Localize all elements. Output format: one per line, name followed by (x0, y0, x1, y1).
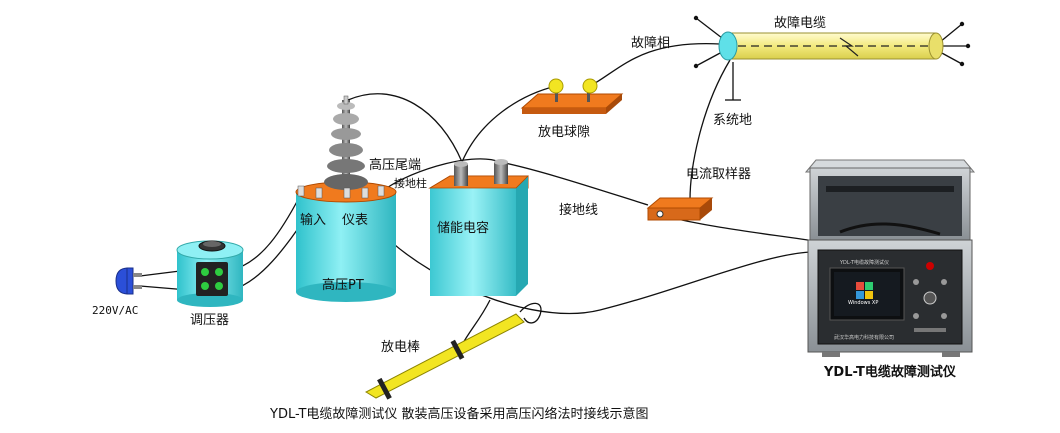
storage-capacitor (428, 159, 529, 296)
cable-to-sampler-wire (689, 59, 731, 201)
gap-to-cable-wire (589, 43, 721, 87)
current-sampler-label: 电流取样器 (686, 167, 751, 182)
diagram-caption: YDL-T电缆故障测试仪 散装高压设备采用高压闪络法时接线示意图 (269, 406, 649, 422)
instrument-name-label: YDL-T电缆故障测试仪 (823, 364, 957, 380)
screen-header-text: YDL-T电缆故障测试仪 (839, 259, 889, 266)
voltage-regulator (176, 240, 244, 307)
fault-cable (718, 31, 944, 61)
system-ground-label: 系统地 (713, 113, 752, 128)
fault-cable-label: 故障电缆 (774, 15, 826, 31)
discharge-rod-label: 放电棒 (381, 340, 420, 355)
ground-wire-label: 接地线 (559, 202, 598, 218)
pt-hv-to-capacitor-wire (347, 93, 463, 163)
cable-near-wire-1 (695, 17, 723, 39)
fault-phase-label: 故障相 (631, 36, 670, 51)
capacitor-to-gap-wire (461, 85, 557, 163)
power-knob-icon (926, 262, 934, 270)
pt-label: 高压PT (322, 277, 364, 293)
pt-ground-to-capacitor-wire (381, 158, 501, 193)
instrument-footer-text: 武汉华高电力科技有限公司 (834, 334, 894, 341)
ground-wire (499, 161, 649, 206)
capacitor-label: 储能电容 (437, 220, 489, 236)
screen-os-text: Windows XP (848, 300, 878, 306)
cable-end-wire-1 (939, 23, 963, 43)
hv-tail-label: 高压尾端 (369, 157, 421, 173)
ground-post-label: 接地柱 (394, 176, 427, 190)
pt-meter-label: 仪表 (342, 213, 368, 228)
regulator-label: 调压器 (190, 313, 229, 328)
cable-end-wire-3 (939, 51, 963, 65)
sphere-gap (520, 78, 624, 114)
source-voltage-label: 220V/AC (92, 304, 138, 317)
discharge-rod (364, 313, 525, 400)
rod-hook (519, 302, 542, 324)
sphere-gap-label: 放电球隙 (538, 125, 590, 140)
power-plug-icon (115, 267, 142, 295)
control-knob-icon (923, 291, 937, 305)
fault-tester-instrument: Windows XP YDL-T电缆故障测试仪 武汉华高电力科技有限公司 (804, 159, 976, 357)
current-sampler (646, 197, 714, 221)
pt-input-label: 输入 (300, 212, 326, 228)
high-voltage-pt (295, 95, 397, 302)
cable-near-wire-2 (695, 51, 723, 67)
wire-terminals (693, 15, 971, 69)
pt-to-instrument-wire (351, 191, 811, 315)
